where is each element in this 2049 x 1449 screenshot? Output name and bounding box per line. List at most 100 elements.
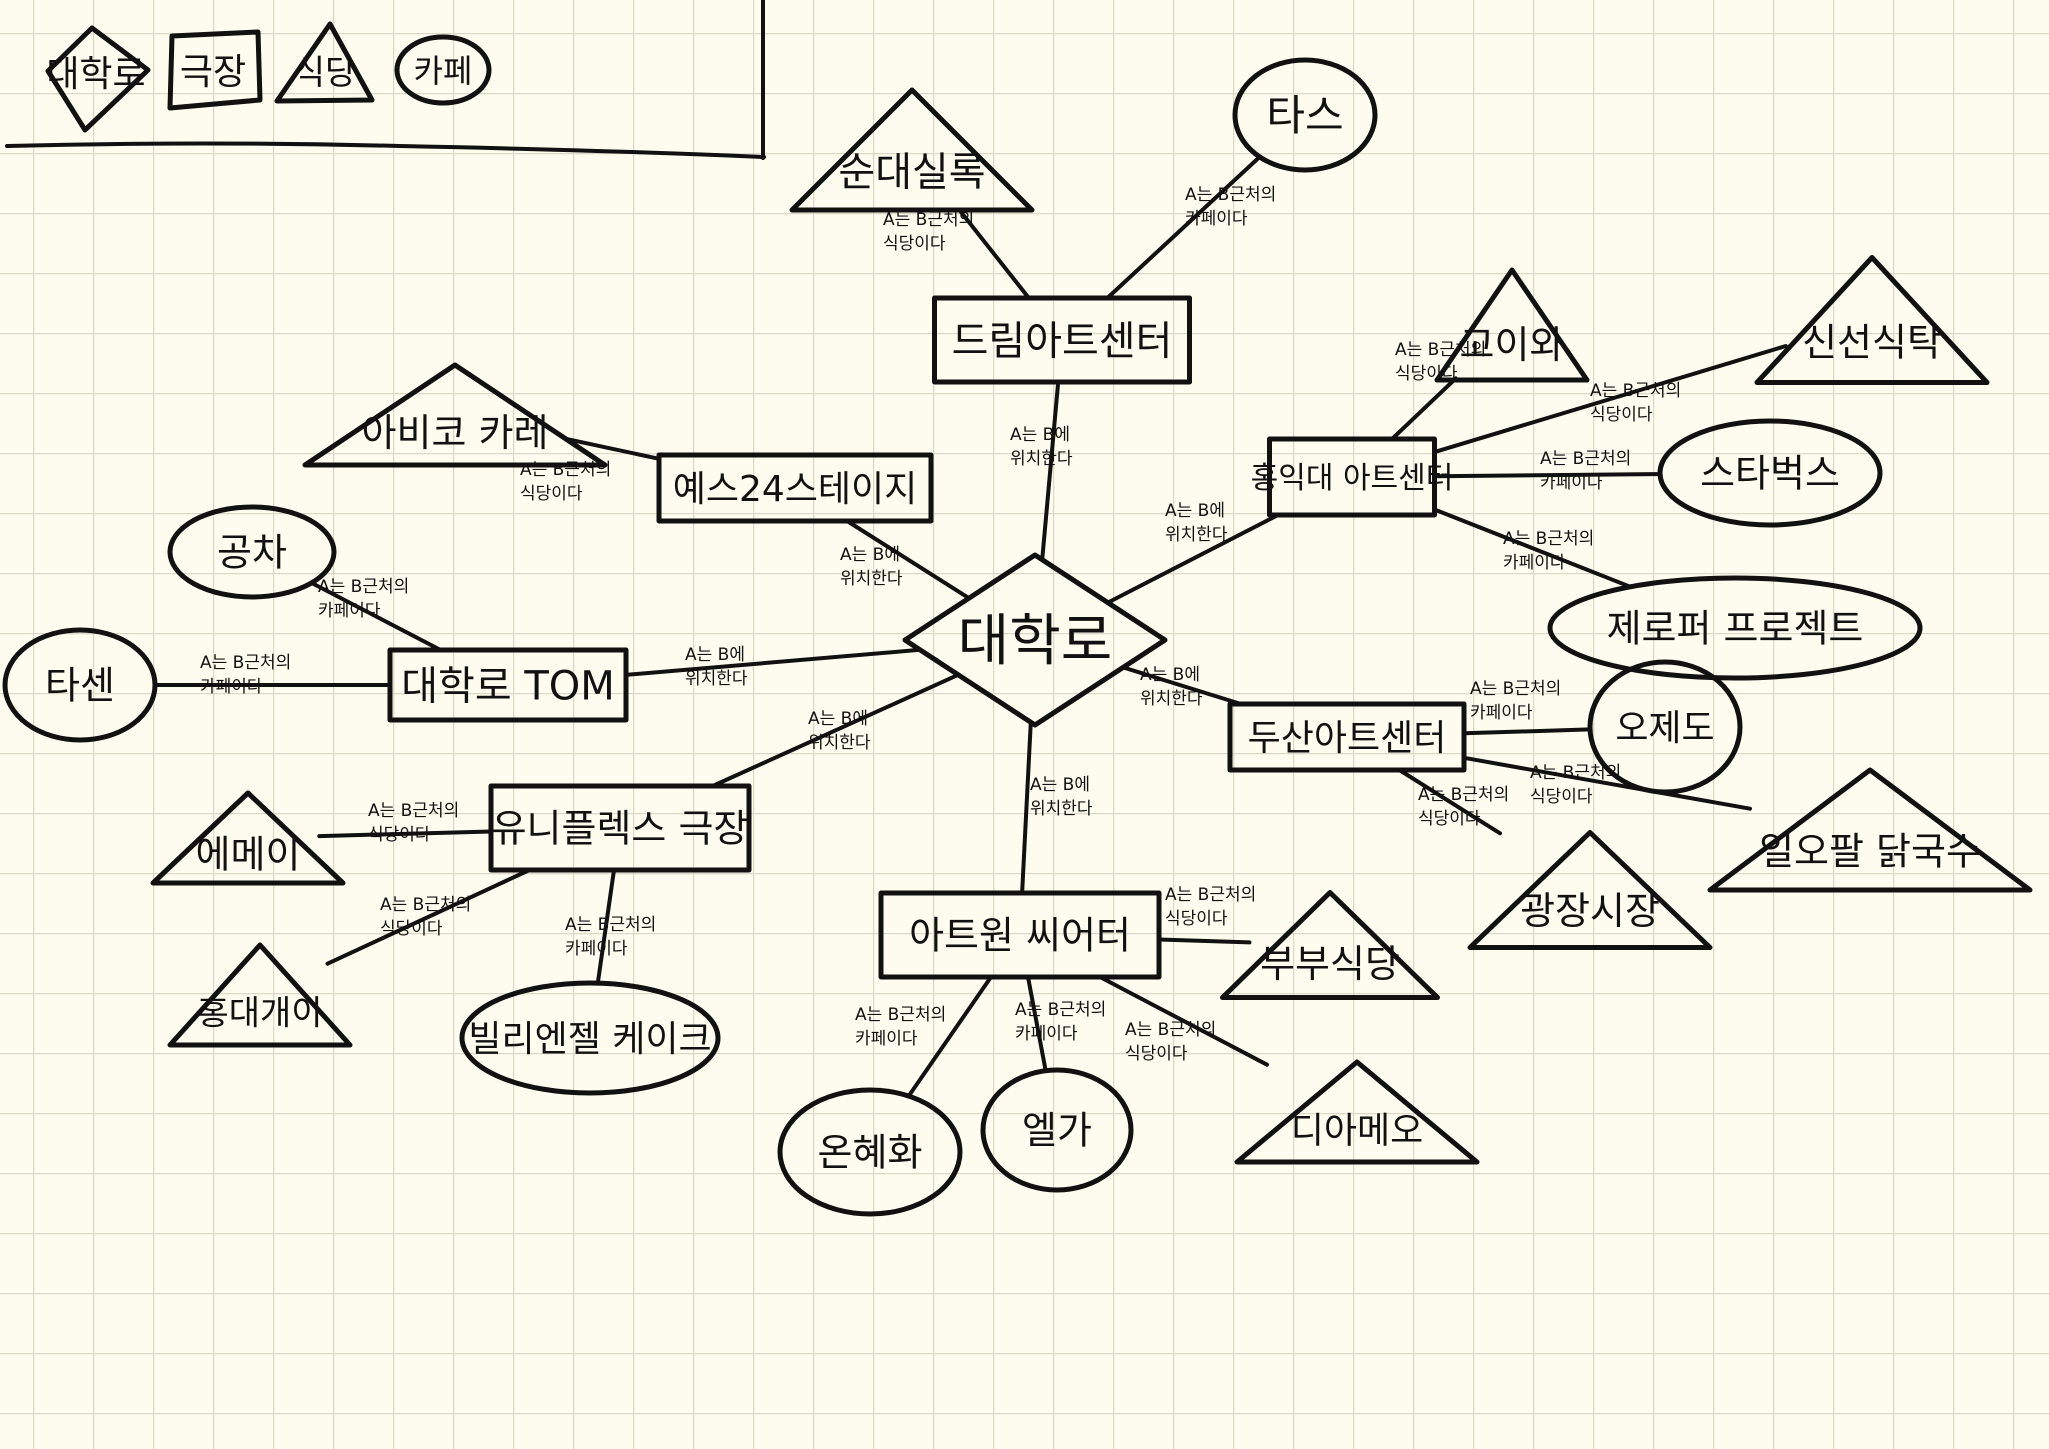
node-gwangjang[interactable]: 광장시장	[1467, 830, 1713, 950]
edge-abiko-yes24	[565, 437, 661, 461]
legend-diamond-shape	[45, 25, 151, 133]
node-elga[interactable]: 엘가	[980, 1067, 1134, 1193]
edge-label-line-2: 식당이다	[1395, 364, 1458, 384]
node-daehakro[interactable]: 대학로	[902, 552, 1168, 728]
edge-onhyehwa-artone	[906, 975, 993, 1098]
node-label: 엘가	[1022, 1109, 1092, 1153]
edge-label-line-2: 식당이다	[883, 234, 946, 254]
restaurant-triangle	[1220, 890, 1440, 1000]
edge-label-line-2: 식당이다	[1125, 1044, 1188, 1064]
node-label: 고이와	[1460, 323, 1565, 367]
node-dream_art[interactable]: 드림아트센터	[932, 295, 1192, 385]
edge-label-line-1: A는 B에	[1010, 425, 1070, 445]
legend-diamond-label: 대학로	[46, 54, 145, 95]
edge-zeroper-hongik	[1432, 507, 1633, 589]
edge-label-line-1: A는 B근처의	[883, 210, 974, 230]
node-onhyehwa[interactable]: 온혜화	[777, 1087, 963, 1217]
edge-gongcha-tom	[309, 580, 443, 652]
node-ilopal[interactable]: 일오팔 닭국수	[1707, 767, 2033, 893]
edge-hongdae-uniplex	[325, 868, 532, 966]
node-tasen[interactable]: 타센	[2, 627, 158, 743]
cafe-ellipse	[2, 627, 158, 743]
theater-rectangle	[878, 890, 1162, 980]
edge-label-line-2: 카페이다	[200, 677, 263, 697]
node-yes24[interactable]: 예스24스테이지	[656, 452, 934, 524]
edge-label-line-1: A는 B근처의	[380, 895, 471, 915]
restaurant-triangle	[1754, 255, 1990, 385]
node-tas[interactable]: 타스	[1232, 57, 1378, 173]
node-label: 스타벅스	[1700, 452, 1840, 496]
node-gongcha[interactable]: 공차	[167, 504, 337, 600]
node-label: 타스	[1266, 91, 1343, 140]
edge-label-line-1: A는 B근처의	[1185, 185, 1276, 205]
edge-label-line-1: A는 B근처의	[1165, 885, 1256, 905]
node-label: 타센	[45, 664, 115, 708]
node-label: 제로퍼 프로젝트	[1607, 607, 1864, 651]
node-sundae[interactable]: 순대실록	[789, 87, 1035, 213]
node-artone[interactable]: 아트원 씨어터	[878, 890, 1162, 980]
node-ojedo[interactable]: 오제도	[1587, 659, 1743, 795]
legend-item-triangle: 식당	[274, 21, 375, 104]
edge-label-line-1: A는 B근처의	[1395, 340, 1486, 360]
cafe-ellipse	[980, 1067, 1134, 1193]
node-hongdae[interactable]: 홍대개이	[167, 942, 353, 1048]
edge-label-line-1: A는 B근처의	[1470, 679, 1561, 699]
node-label: 대학로	[958, 609, 1113, 674]
edge-sundae-dream_art	[957, 208, 1031, 300]
node-label: 온혜화	[818, 1131, 923, 1175]
node-uniplex[interactable]: 유니플렉스 극장	[488, 783, 752, 873]
legend-triangle-label: 식당	[294, 53, 357, 93]
edge-label-line-2: 카페이다	[855, 1029, 918, 1049]
node-sinseon[interactable]: 신선식탁	[1754, 255, 1990, 385]
edge-diameo-artone	[1098, 975, 1269, 1067]
edge-label-line-2: 식당이다	[1530, 787, 1593, 807]
restaurant-triangle	[1434, 267, 1590, 383]
edge-label-line-2: 카페이다	[1185, 209, 1248, 229]
node-bubu[interactable]: 부부식당	[1220, 890, 1440, 1000]
theater-rectangle	[656, 452, 934, 524]
edge-label-line-2: 카페이다	[1470, 703, 1533, 723]
edge-label-line-1: A는 B근처의	[855, 1005, 946, 1025]
edge-label-line-2: 식당이다	[1165, 909, 1228, 929]
node-billy[interactable]: 빌리엔젤 케이크	[459, 980, 721, 1096]
node-abiko[interactable]: 아비코 카레	[302, 362, 608, 468]
legend: 대학로 극장 식당 카페	[5, 0, 766, 160]
edge-label-line-2: 위치한다	[1140, 689, 1203, 709]
node-label: 순대실록	[838, 149, 985, 195]
node-doosan[interactable]: 두산아트센터	[1227, 701, 1467, 773]
legend-item-ellipse: 카페	[394, 34, 492, 106]
theater-rectangle	[1227, 701, 1467, 773]
theater-rectangle	[932, 295, 1192, 385]
edge-label-line-2: 카페이다	[565, 939, 628, 959]
node-emei[interactable]: 에메이	[150, 790, 346, 886]
node-zeroper[interactable]: 제로퍼 프로젝트	[1547, 575, 1923, 681]
node-starbucks[interactable]: 스타벅스	[1657, 418, 1883, 528]
node-label: 대학로 TOM	[401, 663, 615, 709]
restaurant-triangle	[302, 362, 608, 468]
node-goiwa[interactable]: 고이와	[1434, 267, 1590, 383]
edge-label-line-1: A는 B에	[1030, 775, 1090, 795]
restaurant-triangle	[150, 790, 346, 886]
cafe-ellipse	[1547, 575, 1923, 681]
restaurant-triangle	[1467, 830, 1713, 950]
edge-label-line-1: A는 B에	[1140, 665, 1200, 685]
edge-label-line-1: A는 B에	[1165, 501, 1225, 521]
edge-label-line-1: A는 B근처의	[1590, 381, 1681, 401]
node-diameo[interactable]: 디아메오	[1234, 1059, 1480, 1165]
node-tom[interactable]: 대학로 TOM	[387, 647, 629, 723]
edge-doosan-daehakro	[1121, 665, 1243, 706]
edge-goiwa-hongik	[1390, 376, 1458, 441]
node-label: 디아메오	[1291, 1110, 1423, 1151]
node-hongik[interactable]: 홍익대 아트센터	[1251, 436, 1454, 518]
